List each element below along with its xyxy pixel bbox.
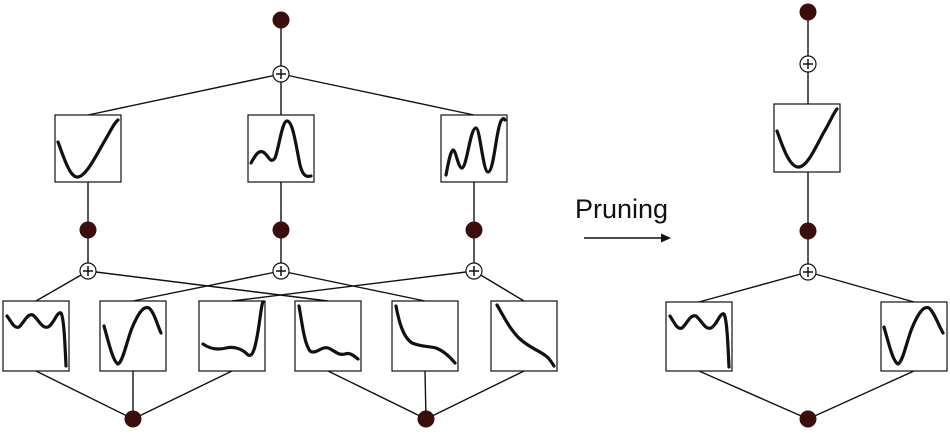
full-network — [2, 11, 558, 428]
activation-box — [773, 103, 841, 173]
edge — [132, 270, 282, 302]
input-node — [417, 410, 435, 428]
edge — [327, 370, 427, 420]
activation-curve — [775, 107, 839, 169]
activation-box — [294, 300, 362, 372]
activation-curve — [495, 303, 556, 368]
activation-box — [490, 300, 558, 372]
hidden-node — [465, 221, 483, 239]
input-node — [799, 410, 817, 428]
plus-circle-icon — [799, 55, 817, 73]
activation-box — [665, 301, 733, 372]
arrow-head-icon — [661, 233, 671, 243]
plus-circle-icon — [272, 262, 290, 280]
activation-curve — [394, 304, 457, 365]
activation-box — [198, 300, 266, 372]
output-node — [272, 11, 290, 29]
edge — [698, 370, 809, 420]
activation-box — [880, 301, 948, 372]
edge — [35, 270, 89, 302]
edge — [132, 370, 233, 420]
hidden-node — [79, 221, 97, 239]
hidden-node — [799, 222, 817, 240]
activation-box — [99, 300, 167, 372]
activation-curve — [668, 312, 731, 369]
activation-curve — [201, 300, 265, 357]
pruning-label: Pruning — [575, 194, 668, 224]
edge — [425, 370, 525, 420]
input-node — [124, 410, 142, 428]
activation-box — [2, 300, 70, 372]
activation-curve — [56, 118, 120, 179]
edge — [807, 271, 915, 303]
plus-circle-icon — [272, 65, 290, 83]
output-node — [799, 3, 817, 21]
edge — [87, 73, 282, 116]
edge — [35, 370, 134, 420]
activation-box — [54, 114, 122, 183]
plus-circle-icon — [79, 262, 97, 280]
plus-circle-icon — [799, 263, 817, 281]
pruning-arrow: Pruning — [575, 194, 671, 243]
activation-curve — [297, 304, 360, 361]
pruned-network — [665, 3, 948, 428]
edge — [698, 271, 809, 303]
activation-box — [247, 114, 315, 183]
activation-curve — [5, 311, 68, 368]
plus-circle-icon — [465, 262, 483, 280]
edge — [231, 270, 475, 302]
edge — [807, 370, 915, 420]
edge — [280, 73, 475, 116]
activation-curve — [102, 305, 163, 366]
activation-curve — [882, 305, 945, 366]
activation-box — [440, 114, 508, 183]
activation-curve — [444, 117, 507, 177]
edge — [473, 270, 525, 302]
activation-box — [391, 300, 459, 372]
hidden-node — [272, 221, 290, 239]
activation-curve — [249, 119, 313, 178]
